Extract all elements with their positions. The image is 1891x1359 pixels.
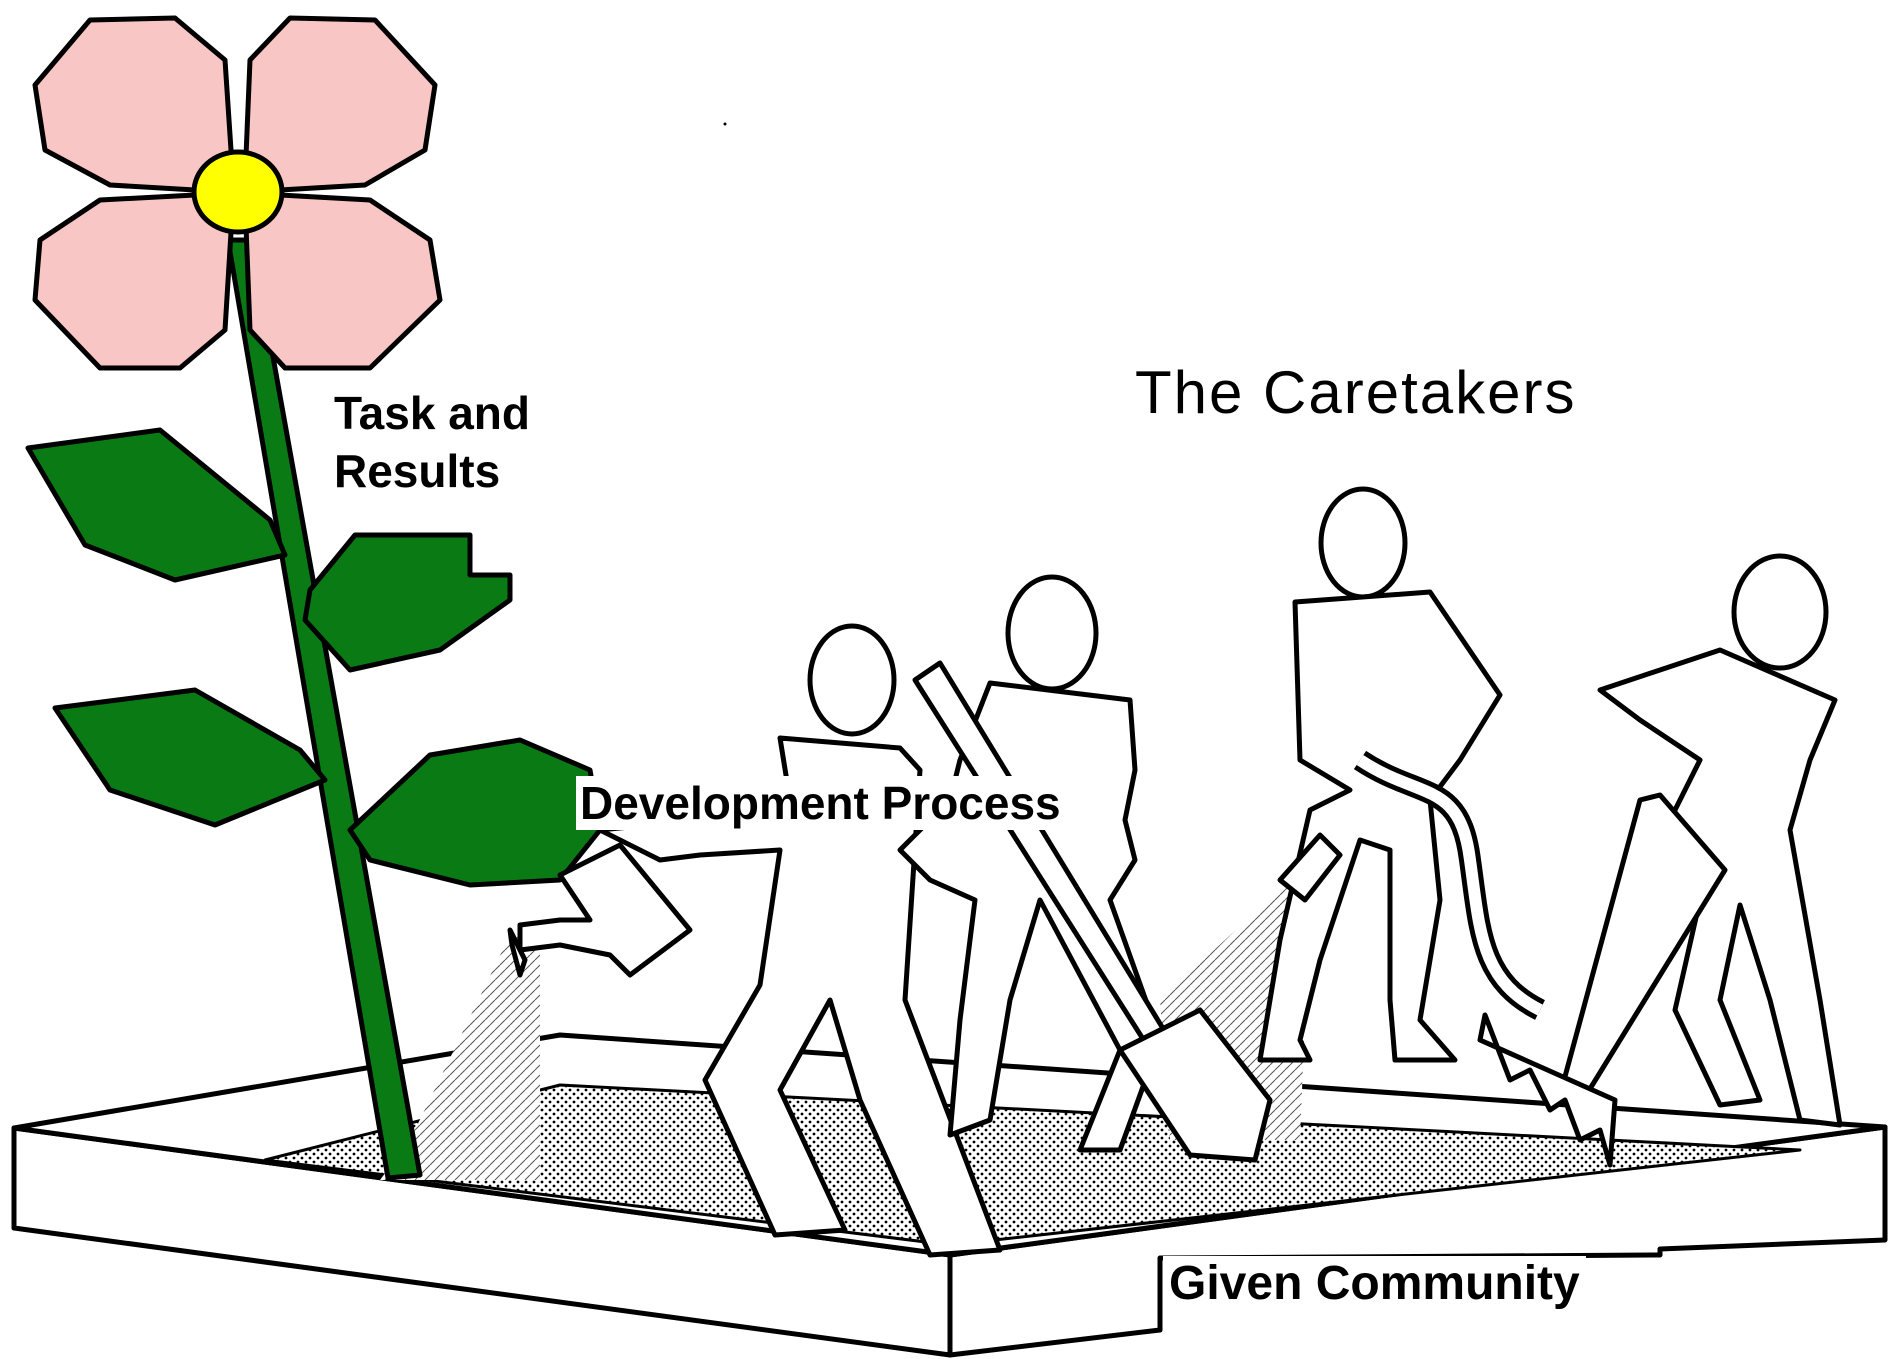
task-and-results-line-2: Results xyxy=(334,445,501,497)
rake-head xyxy=(1477,1012,1618,1168)
development-process-label: Development Process xyxy=(576,776,1065,830)
leaf-3 xyxy=(52,687,328,828)
flower-stem xyxy=(225,237,423,1181)
leaf-2 xyxy=(302,532,513,673)
leaf-1 xyxy=(25,427,288,583)
petal-top-left xyxy=(32,15,236,193)
caretaker-1-head xyxy=(807,623,897,737)
task-and-results-line-1: Task and xyxy=(334,387,530,439)
task-and-results-label: Task and Results xyxy=(334,384,530,500)
caretaker-1-body xyxy=(597,735,1003,1258)
rake-handle xyxy=(1557,792,1728,1108)
water-spray-left xyxy=(380,935,540,1180)
caretaker-4-head xyxy=(1731,553,1829,671)
petal-bottom-right xyxy=(242,192,443,371)
caretaker-3-body xyxy=(1257,589,1503,1063)
shovel-blade xyxy=(1117,1007,1273,1163)
flower xyxy=(25,15,603,1181)
caretaker-rake xyxy=(1477,553,1843,1168)
caretaker-hose xyxy=(1257,486,1546,1063)
watering-can-spout xyxy=(507,927,528,978)
flower-center xyxy=(191,149,285,235)
leaf-4 xyxy=(347,737,603,888)
caretaker-2-head xyxy=(1005,574,1099,692)
stray-dot xyxy=(723,122,727,126)
watering-can-left xyxy=(517,842,693,978)
given-community-label: Given Community xyxy=(1163,1256,1586,1311)
hose-nozzle xyxy=(1277,832,1343,903)
caretaker-3-head xyxy=(1318,486,1408,600)
caretaker-watering-left xyxy=(507,623,1003,1258)
petal-bottom-left xyxy=(32,192,236,371)
petal-top-right xyxy=(242,15,438,193)
garden-bed-right-side xyxy=(947,1124,1888,1358)
caretakers-label: The Caretakers xyxy=(1135,359,1577,426)
